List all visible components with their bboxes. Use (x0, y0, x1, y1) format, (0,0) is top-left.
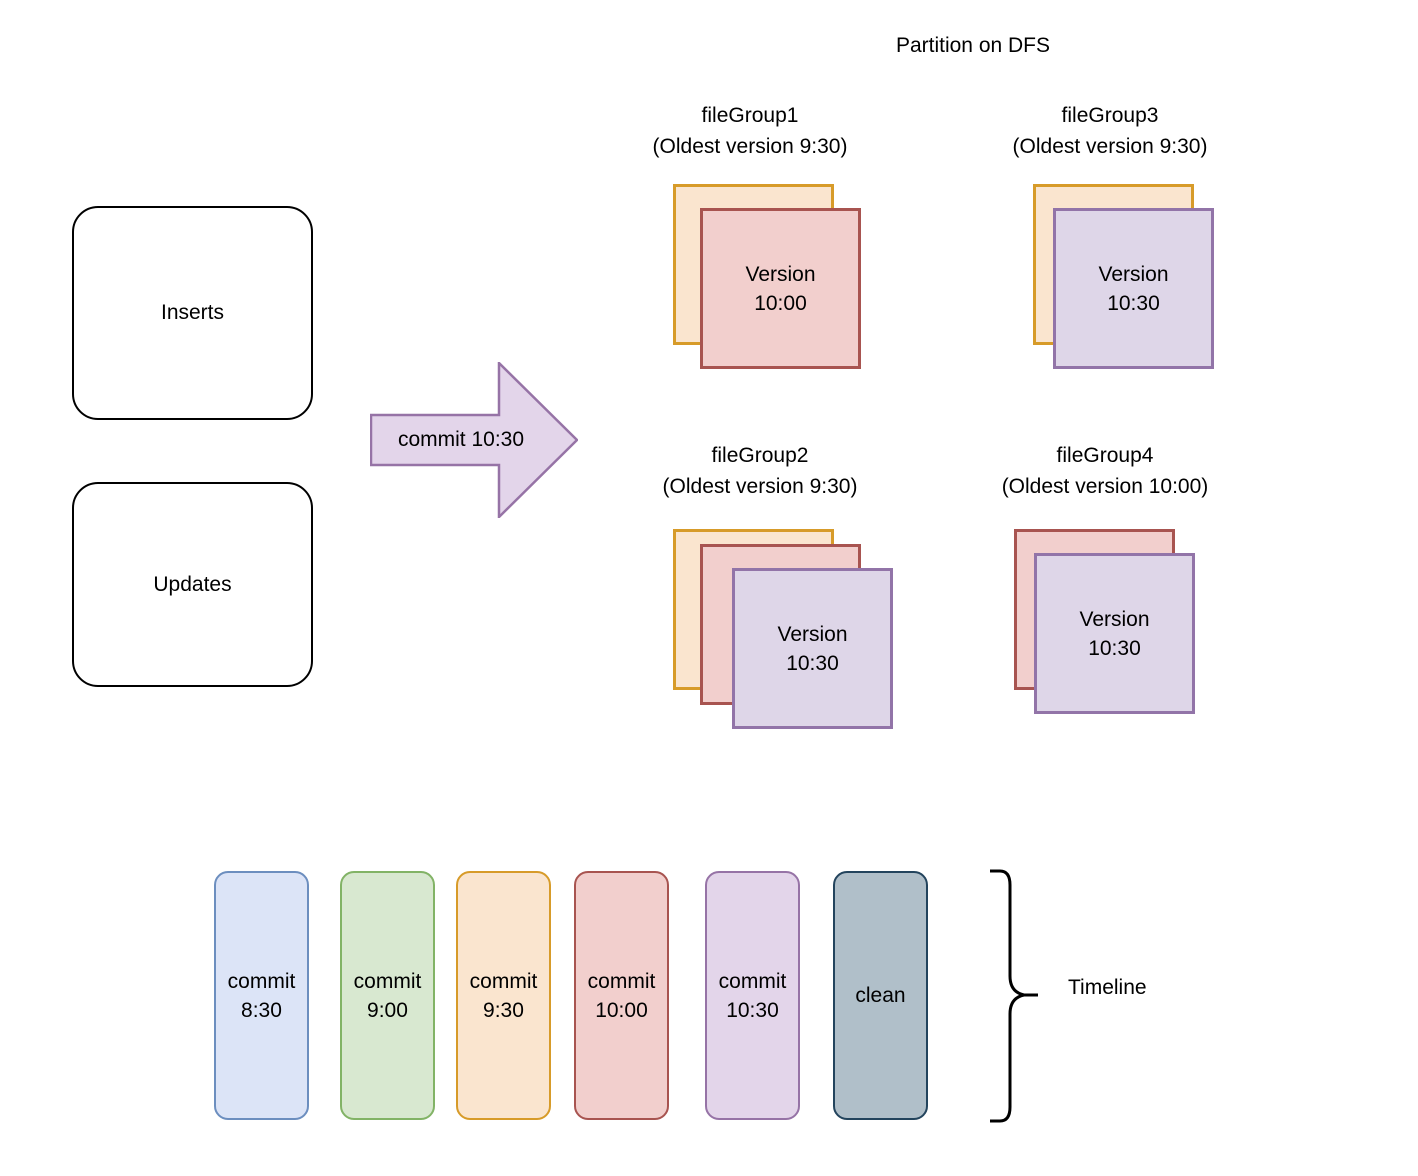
timeline-item-commit-10-30[interactable]: commit 10:30 (705, 871, 800, 1120)
filegroup2-card-3-line2: 10:30 (786, 651, 839, 675)
filegroup4-card-2-line1: Version (1079, 607, 1150, 631)
filegroup2-caption: fileGroup2 (Oldest version 9:30) (610, 440, 910, 502)
commit-arrow[interactable]: commit 10:30 (370, 362, 578, 518)
filegroup2-card-3[interactable]: Version 10:30 (732, 568, 893, 729)
filegroup1-caption: fileGroup1 (Oldest version 9:30) (600, 100, 900, 162)
source-box-inserts[interactable]: Inserts (72, 206, 313, 420)
filegroup1-card-2-line1: Version (745, 262, 816, 286)
filegroup3-card-stack: Version 10:30 (1020, 175, 1250, 385)
filegroup4-name: fileGroup4 (1056, 444, 1154, 467)
filegroup2-card-3-line1: Version (777, 622, 848, 646)
page-title: Partition on DFS (895, 34, 1051, 57)
filegroup3-caption: fileGroup3 (Oldest version 9:30) (960, 100, 1260, 162)
timeline-item-clean[interactable]: clean (833, 871, 928, 1120)
filegroup4-caption: fileGroup4 (Oldest version 10:00) (955, 440, 1255, 502)
filegroup1-card-stack: Version 10:00 (660, 175, 890, 385)
filegroup1-oldest: (Oldest version 9:30) (652, 135, 848, 158)
filegroup2-name: fileGroup2 (711, 444, 809, 467)
filegroup4-oldest: (Oldest version 10:00) (1001, 475, 1209, 498)
timeline-item-0-line1: commit (227, 969, 296, 993)
timeline-item-4-line2: 10:30 (726, 998, 779, 1022)
timeline-item-4-line1: commit (718, 969, 787, 993)
timeline-label: Timeline (1068, 976, 1147, 999)
timeline-item-5-line1: clean (855, 984, 906, 1007)
filegroup3-card-2-line2: 10:30 (1107, 291, 1160, 315)
filegroup3-card-2[interactable]: Version 10:30 (1053, 208, 1214, 369)
timeline-item-2-line2: 9:30 (483, 998, 524, 1022)
source-box-updates-label: Updates (153, 572, 232, 596)
filegroup3-oldest: (Oldest version 9:30) (1012, 135, 1208, 158)
timeline-item-3-line1: commit (587, 969, 656, 993)
filegroup3-card-2-line1: Version (1098, 262, 1169, 286)
timeline-item-1-line2: 9:00 (367, 998, 408, 1022)
filegroup2-oldest: (Oldest version 9:30) (662, 475, 858, 498)
source-box-inserts-label: Inserts (160, 301, 225, 324)
timeline-item-3-line2: 10:00 (595, 998, 648, 1022)
arrow-shape (370, 362, 578, 518)
filegroup1-name: fileGroup1 (701, 104, 799, 127)
timeline-item-0-line2: 8:30 (241, 998, 282, 1022)
brace-shape (990, 869, 1038, 1123)
timeline-item-commit-9-00[interactable]: commit 9:00 (340, 871, 435, 1120)
filegroup4-card-2[interactable]: Version 10:30 (1034, 553, 1195, 714)
source-box-updates[interactable]: Updates (72, 482, 313, 687)
timeline-brace-icon (988, 868, 1064, 1124)
timeline-item-1-line1: commit (353, 969, 422, 993)
filegroup1-card-2-line2: 10:00 (754, 291, 807, 315)
timeline-item-commit-9-30[interactable]: commit 9:30 (456, 871, 551, 1120)
timeline-item-commit-8-30[interactable]: commit 8:30 (214, 871, 309, 1120)
filegroup4-card-stack: Version 10:30 (1000, 520, 1240, 735)
filegroup3-name: fileGroup3 (1061, 104, 1159, 127)
timeline-item-commit-10-00[interactable]: commit 10:00 (574, 871, 669, 1120)
filegroup2-card-stack: Version 10:30 (660, 515, 910, 740)
timeline-item-2-line1: commit (469, 969, 538, 993)
filegroup4-card-2-line2: 10:30 (1088, 636, 1141, 660)
filegroup1-card-2[interactable]: Version 10:00 (700, 208, 861, 369)
